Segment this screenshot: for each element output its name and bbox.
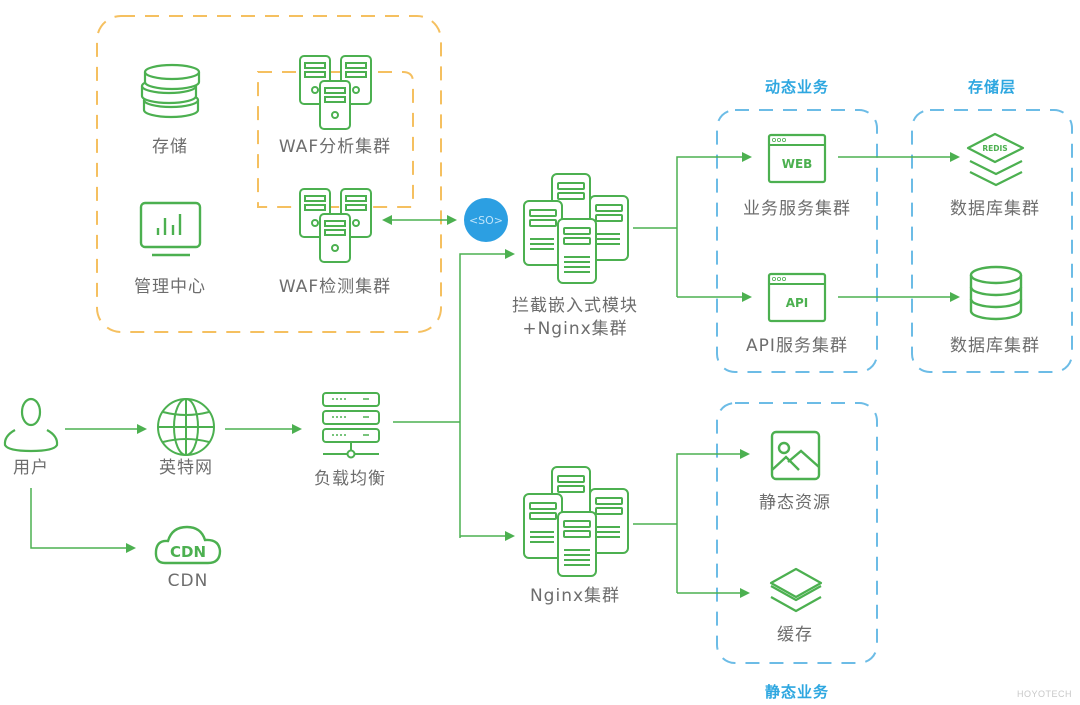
- label-web-service: 业务服务集群: [743, 199, 851, 219]
- waf-analysis-subgroup: [257, 71, 414, 208]
- label-storage: 存储: [152, 137, 188, 157]
- server-cluster-icon: [299, 55, 372, 130]
- label-cdn: CDN: [167, 571, 209, 591]
- waf-platform-group: [96, 15, 442, 333]
- label-waf-analysis: WAF分析集群: [278, 137, 392, 157]
- edge-intercept-web: [676, 152, 752, 297]
- edge-nginx-static: [676, 449, 750, 593]
- label-static-resource: 静态资源: [759, 493, 831, 513]
- globe-icon: [157, 398, 215, 456]
- label-db: 数据库集群: [950, 336, 1040, 356]
- label-redis-db: 数据库集群: [950, 199, 1040, 219]
- cdn-icon-text: CDN: [170, 543, 206, 561]
- browser-window-icon: WEB: [767, 133, 827, 184]
- static-group: [716, 402, 878, 664]
- storage-layer-group: [911, 109, 1073, 373]
- api-icon-text: API: [786, 296, 809, 310]
- label-intercept-line2: +Nginx集群: [522, 319, 628, 339]
- server-cluster-icon: [299, 188, 372, 263]
- label-api-service: API服务集群: [746, 336, 848, 356]
- so-badge-icon: <SO>: [464, 198, 508, 242]
- so-badge-text: <SO>: [469, 214, 503, 227]
- redis-icon-text: REDIS: [982, 144, 1007, 153]
- label-load-balancer: 负载均衡: [314, 469, 386, 489]
- layers-icon: REDIS: [966, 132, 1025, 187]
- group-title-static: 静态业务: [764, 683, 830, 701]
- edge-user-cdn: [30, 488, 136, 553]
- user-icon: [3, 397, 59, 453]
- web-icon-text: WEB: [782, 157, 813, 171]
- label-user: 用户: [13, 458, 49, 478]
- dynamic-group: [716, 109, 878, 373]
- label-management: 管理中心: [134, 277, 206, 297]
- database-stack-icon: [140, 63, 201, 119]
- edge-lb-intercept: [459, 249, 515, 538]
- label-cache: 缓存: [777, 625, 813, 645]
- watermark: HOYOTECH: [1016, 689, 1072, 699]
- label-nginx: Nginx集群: [529, 586, 621, 606]
- browser-window-icon: API: [767, 272, 827, 323]
- rack-cluster-icon: [523, 173, 629, 284]
- layers-icon: [769, 567, 823, 613]
- label-intercept-line1: 拦截嵌入式模块: [512, 296, 638, 316]
- monitor-chart-icon: [139, 201, 202, 257]
- group-title-dynamic: 动态业务: [764, 78, 830, 96]
- load-balancer-icon: [322, 392, 380, 459]
- rack-cluster-icon: [523, 466, 629, 577]
- label-waf-detection: WAF检测集群: [278, 277, 392, 297]
- label-internet: 英特网: [159, 458, 213, 478]
- group-title-storage-layer: 存储层: [967, 78, 1017, 96]
- database-icon: [969, 265, 1023, 321]
- cloud-cdn-icon: CDN: [154, 525, 222, 565]
- image-icon: [770, 430, 821, 481]
